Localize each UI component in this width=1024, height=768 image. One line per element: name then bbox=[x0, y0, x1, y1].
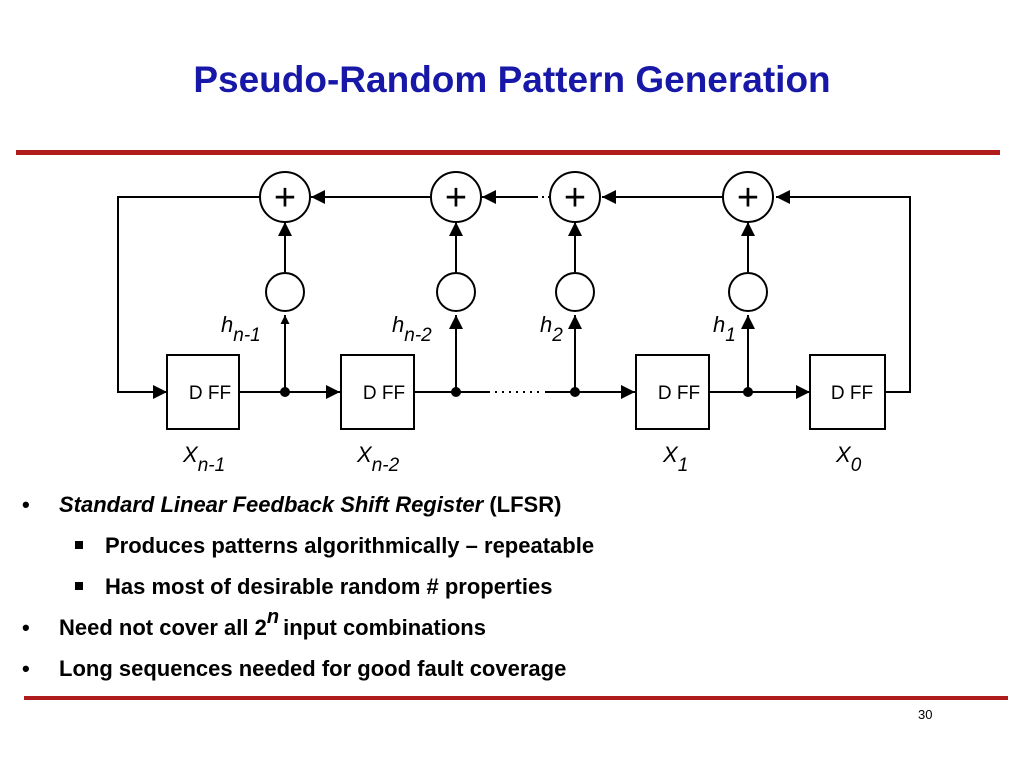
bullet-mark: • bbox=[22, 615, 30, 640]
dff-box-4 bbox=[809, 354, 886, 430]
junction-dot-1 bbox=[280, 387, 290, 397]
junction-dot-3 bbox=[570, 387, 580, 397]
dff-label-3: D FF bbox=[658, 383, 700, 404]
tap-circle-3 bbox=[555, 272, 595, 312]
dff-box-3 bbox=[635, 354, 710, 430]
x-label-3: X1 bbox=[662, 442, 688, 476]
bullet-mark: • bbox=[22, 656, 30, 681]
xor-circle-1 bbox=[259, 171, 311, 223]
sub-bullet-repeatable-text: Produces patterns algorithmically – repe… bbox=[105, 533, 595, 558]
h-label-3: h2 bbox=[540, 312, 563, 346]
bullet-combinations-post: input combinations bbox=[283, 615, 486, 640]
bullet-list: • Standard Linear Feedback Shift Registe… bbox=[22, 487, 594, 692]
xor-circle-2 bbox=[430, 171, 482, 223]
output-feedback-wire bbox=[776, 190, 911, 393]
dff-label-1: D FF bbox=[189, 383, 231, 404]
h-label-4: h1 bbox=[713, 312, 736, 346]
page-number: 30 bbox=[918, 707, 933, 722]
square-bullet-icon bbox=[75, 582, 83, 590]
h-label-1: hn-1 bbox=[221, 312, 261, 346]
junction-dot-2 bbox=[451, 387, 461, 397]
xor-symbol-2: + bbox=[445, 177, 467, 219]
bullet-lfsr-text: (LFSR) bbox=[483, 492, 562, 517]
sub-bullet-random-properties-text: Has most of desirable random # propertie… bbox=[105, 574, 553, 599]
xor-circle-4 bbox=[722, 171, 774, 223]
x-label-2: Xn-2 bbox=[356, 442, 400, 476]
dff-box-1 bbox=[166, 354, 240, 430]
bullet-lfsr-italic: Standard Linear Feedback Shift Register bbox=[59, 492, 484, 517]
tap-circle-4 bbox=[728, 272, 768, 312]
h-label-2: hn-2 bbox=[392, 312, 432, 346]
slide-title: Pseudo-Random Pattern Generation bbox=[193, 59, 831, 100]
x-label-1: Xn-1 bbox=[182, 442, 225, 476]
lfsr-diagram: + + + + D FF D FF D FF D FF Xn-1 Xn-2 X1… bbox=[117, 171, 911, 476]
bullet-combinations-sup: n bbox=[266, 606, 280, 628]
xor-symbol-1: + bbox=[274, 177, 296, 219]
dff-label-4: D FF bbox=[831, 383, 873, 404]
square-bullet-icon bbox=[75, 541, 83, 549]
sub-bullet-repeatable: Produces patterns algorithmically – repe… bbox=[22, 528, 594, 569]
x-label-4: X0 bbox=[835, 442, 862, 476]
title-divider bbox=[16, 150, 1000, 155]
bullet-long-sequences-text: Long sequences needed for good fault cov… bbox=[59, 656, 567, 681]
sub-bullet-random-properties: Has most of desirable random # propertie… bbox=[22, 569, 594, 610]
junction-dot-4 bbox=[743, 387, 753, 397]
bullet-long-sequences: • Long sequences needed for good fault c… bbox=[22, 651, 594, 692]
xor-symbol-4: + bbox=[737, 177, 759, 219]
feedback-wire bbox=[117, 196, 260, 399]
xor-symbol-3: + bbox=[564, 177, 586, 219]
bullet-combinations-pre: Need not cover all 2 bbox=[59, 615, 267, 640]
dff-box-2 bbox=[340, 354, 415, 430]
bullet-lfsr: • Standard Linear Feedback Shift Registe… bbox=[22, 487, 594, 528]
bullet-mark: • bbox=[22, 492, 30, 517]
xor-circle-3 bbox=[549, 171, 601, 223]
dff-label-2: D FF bbox=[363, 383, 405, 404]
footer-divider bbox=[24, 696, 1008, 700]
tap-circle-2 bbox=[436, 272, 476, 312]
tap-circle-1 bbox=[265, 272, 305, 312]
